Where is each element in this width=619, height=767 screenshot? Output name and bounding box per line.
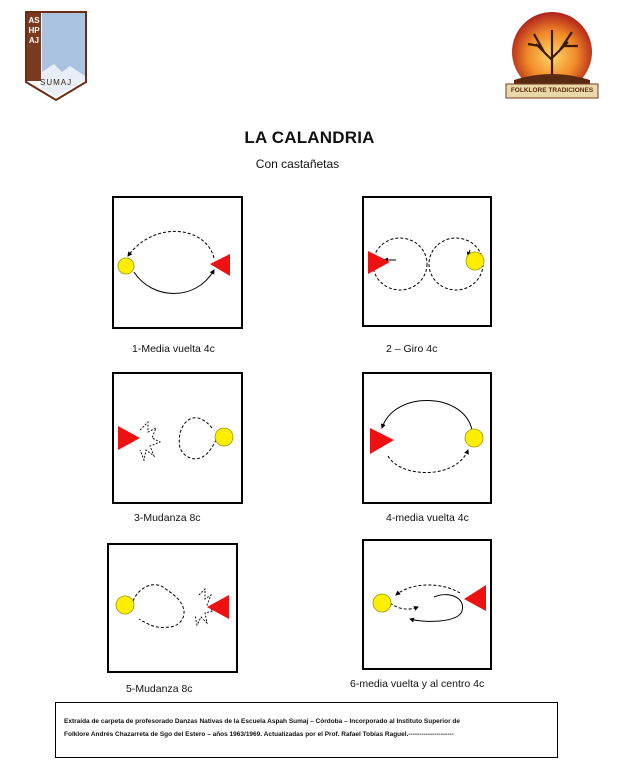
logo-bottom-text: SUMAJ — [40, 78, 73, 87]
yellow-dancer-icon — [214, 427, 234, 447]
red-dancer-icon — [370, 428, 394, 454]
logo-vertical-text: ASHPAJ — [28, 16, 40, 45]
figure-3-diagram — [112, 372, 243, 504]
figure-5-caption: 5-Mudanza 8c — [126, 683, 193, 695]
yellow-dancer-icon — [372, 593, 392, 613]
figure-3-caption: 3-Mudanza 8c — [134, 512, 201, 524]
figure-4-caption: 4-media vuelta 4c — [386, 512, 469, 524]
figure-6-caption: 6-media vuelta y al centro 4c — [350, 678, 485, 690]
page-subtitle: Con castañetas — [255, 157, 340, 171]
wavy-path-dashed — [178, 417, 217, 460]
arrow-top-dashed — [395, 584, 461, 596]
arrow-bottom-solid — [133, 269, 215, 294]
figure-2-caption: 2 – Giro 4c — [386, 343, 438, 355]
figure-1-diagram — [112, 196, 243, 329]
ashpaj-sumaj-logo: ASHPAJ SUMAJ — [24, 10, 88, 102]
folklore-tradiciones-logo: FOLKLORE TRADICIONES — [500, 10, 604, 102]
yellow-dancer-icon — [115, 595, 135, 615]
wavy-path-dashed — [132, 584, 185, 628]
logo-banner-text: FOLKLORE TRADICIONES — [510, 87, 594, 94]
figure-4-diagram — [362, 372, 492, 504]
arrow-loop-solid — [409, 594, 464, 623]
arrow-center-dashed — [389, 602, 419, 611]
yellow-dancer-icon — [117, 257, 135, 275]
red-dancer-icon — [368, 251, 390, 274]
burst-dashed — [194, 587, 214, 627]
red-dancer-icon — [464, 585, 486, 611]
yellow-dancer-icon — [465, 251, 485, 271]
arrow-bottom-dashed — [387, 449, 469, 473]
source-citation-box: Extraída de carpeta de profesorado Danza… — [55, 702, 558, 758]
red-dancer-icon — [207, 595, 229, 619]
citation-line-2: Folklore Andrés Chazarreta de Sgo del Es… — [64, 731, 454, 738]
red-dancer-icon — [210, 254, 230, 276]
yellow-dancer-icon — [464, 428, 484, 448]
arrow-top-solid — [380, 400, 473, 431]
burst-dashed — [139, 420, 162, 462]
figure-6-diagram — [362, 539, 492, 670]
figure-5-diagram — [107, 543, 238, 673]
arrow-top-dashed — [127, 231, 215, 259]
citation-line-1: Extraída de carpeta de profesorado Danza… — [64, 718, 461, 725]
figure-1-caption: 1-Media vuelta 4c — [132, 343, 215, 355]
red-dancer-icon — [118, 426, 140, 450]
figure-2-diagram — [362, 196, 492, 327]
page-title: LA CALANDRIA — [244, 128, 375, 147]
